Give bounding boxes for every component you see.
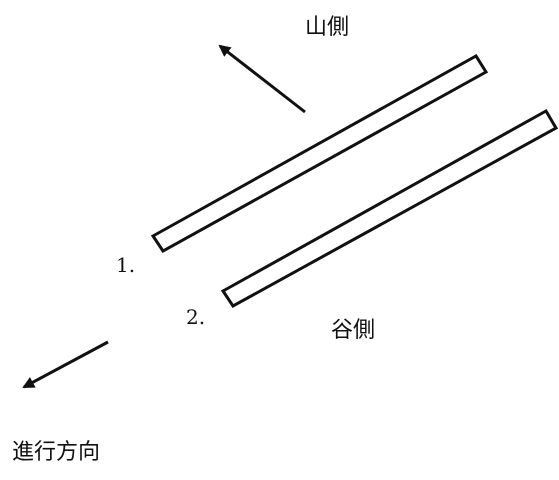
direction-arrow: [22, 340, 109, 389]
mountain-side-arrow: [218, 44, 306, 114]
direction-label: 進行方向: [12, 440, 100, 465]
valley-side-label: 谷側: [331, 318, 375, 343]
mountain-side-label: 山側: [305, 15, 349, 40]
item-1-label: 1.: [116, 253, 135, 277]
beam-1: [150, 53, 489, 253]
beam-2: [220, 108, 559, 308]
item-2-label: 2.: [186, 305, 205, 329]
